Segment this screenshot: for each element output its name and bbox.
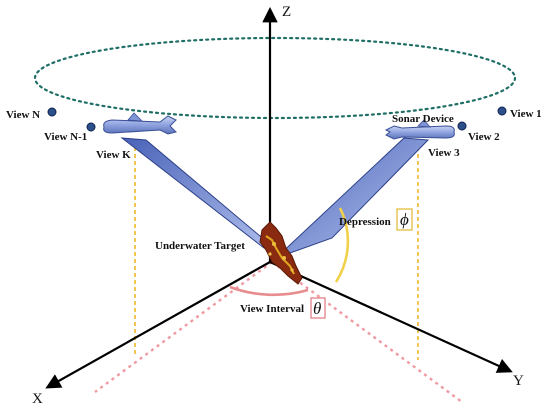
view-1-label: View 1	[510, 108, 542, 120]
auv-vehicle-icon-left	[103, 112, 177, 135]
ground-boundary-right	[271, 261, 463, 403]
phi-symbol: ϕ	[400, 210, 409, 229]
underwater-target-label: Underwater Target	[155, 240, 245, 252]
view-2-dot	[457, 121, 467, 131]
y-axis-label: Y	[513, 373, 524, 389]
view-interval-arc	[229, 285, 309, 297]
view-n-minus-1-dot	[86, 122, 96, 132]
view-n-dot	[47, 107, 57, 117]
depression-arc	[334, 207, 350, 283]
beam-cone-right	[275, 137, 430, 259]
underwater-target-icon	[259, 221, 303, 285]
z-axis-label: Z	[282, 4, 291, 20]
theta-symbol: θ	[313, 299, 321, 318]
view-3-label: View 3	[428, 147, 460, 159]
depression-label: Depression	[339, 216, 391, 228]
ground-boundary-left	[94, 261, 273, 393]
sonar-device-label: Sonar Device	[392, 113, 454, 125]
view-n-minus-1-label: View N-1	[44, 131, 87, 143]
x-axis-label: X	[32, 391, 43, 407]
x-axis	[45, 261, 271, 389]
view-n-label: View N	[6, 109, 40, 121]
auv-vehicle-icon-right	[384, 119, 455, 140]
view-k-label: View K	[96, 149, 131, 161]
y-axis	[269, 260, 513, 373]
phi-box	[396, 208, 413, 231]
view-1-dot	[497, 106, 507, 116]
view-2-label: View 2	[468, 131, 500, 143]
orbit-path	[33, 36, 517, 120]
theta-box	[310, 297, 326, 319]
view-interval-label: View Interval	[240, 303, 304, 315]
